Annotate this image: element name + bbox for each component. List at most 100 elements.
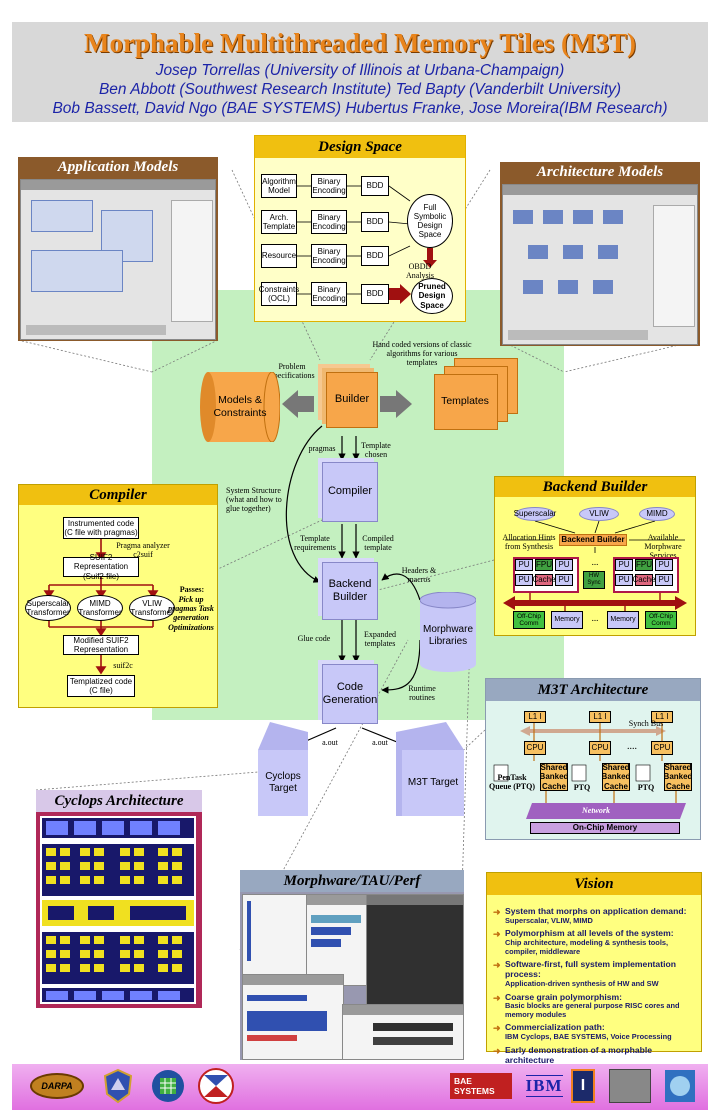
architecture-models-screenshot <box>502 184 698 345</box>
vision-item-main: System that morphs on application demand… <box>505 906 687 916</box>
m3t-arrows <box>493 723 686 819</box>
vision-title: Vision <box>574 876 614 892</box>
vision-item: ➜ Commercialization path: IBM Cyclops, B… <box>493 1023 697 1041</box>
modified-suif2-box: Modified SUIF2 Representation <box>63 635 139 655</box>
university-logo <box>148 1066 188 1106</box>
morphware-tau-perf-title: Morphware/TAU/Perf <box>283 873 421 889</box>
obdd-analysis-label: OBDD Analysis <box>406 262 434 281</box>
backend-memory-dots: ... <box>591 613 599 623</box>
memory-left: Memory <box>551 611 583 629</box>
bdd-box-2: BDD <box>361 212 389 232</box>
bdd-box-4: BDD <box>361 284 389 304</box>
synch-bus-label: Synch Bus <box>628 719 664 728</box>
vision-item-sub: Chip architecture, modeling & synthesis … <box>505 938 669 956</box>
darpa-logo-text: DARPA <box>30 1073 84 1099</box>
m3t-target-label: M3T Target <box>407 777 459 788</box>
builder-box: Builder <box>326 372 378 428</box>
m3t-target-shape: M3T Target <box>396 722 464 816</box>
m3t-architecture-title: M3T Architecture <box>537 682 649 698</box>
vanderbilt-logo <box>608 1066 652 1106</box>
pu-8: PU <box>655 574 673 586</box>
cyclops-target-label: Cyclops Target <box>265 771 301 794</box>
available-services-label: Available Morphware Services <box>644 533 682 561</box>
template-requirements-label: Template requirements <box>294 534 336 553</box>
backend-vliw: VLIW <box>579 507 619 521</box>
suif2c-label: suif2c <box>113 661 133 670</box>
suif2-representation-box: SUIF2 Representation (Suif2 file) <box>63 553 139 581</box>
backend-builder-panel-title: Backend Builder <box>542 479 648 495</box>
arch-template-box: Arch. Template <box>261 210 297 234</box>
vision-item-main: Commercialization path: <box>505 1022 605 1033</box>
vision-item-main: Early demonstration of a morphable archi… <box>505 1044 653 1065</box>
models-constraints-label: Models & Constraints <box>213 394 267 419</box>
binary-encoding-box-3: Binary Encoding <box>311 244 347 268</box>
allocation-hints-label: Allocation Hints from Synthesis <box>502 533 556 552</box>
design-space-title: Design Space <box>318 139 402 155</box>
backend-panel-arrows <box>503 520 687 611</box>
pu-1: PU <box>515 559 533 571</box>
backend-dots: ... <box>591 557 599 567</box>
morphware-libraries-label: Morphware Libraries <box>422 624 474 647</box>
morphware-libraries-cylinder: Morphware Libraries <box>420 592 476 672</box>
backend-superscalar: Superscalar <box>514 507 556 521</box>
binary-encoding-box-2: Binary Encoding <box>311 210 347 234</box>
pu-4: PU <box>555 574 573 586</box>
on-chip-memory-box: On-Chip Memory <box>530 822 680 834</box>
problem-specifications-label: Problem Specifications <box>269 362 315 381</box>
m3t-shared-cache-3: Shared Banked Cache <box>663 763 693 791</box>
hw-sync-box: HW Sync <box>583 571 605 589</box>
vision-item-sub: Application-driven synthesis of HW and S… <box>505 979 659 989</box>
air-force-logo <box>98 1066 138 1106</box>
code-generation-box: Code Generation <box>322 664 378 724</box>
cyclops-chip-diagram <box>40 816 196 1004</box>
resource-box: Resource <box>261 244 297 268</box>
full-design-space-ellipse: Full Symbolic Design Space <box>407 194 453 248</box>
vision-item: ➜ Polymorphism at all levels of the syst… <box>493 929 697 956</box>
compiler-box: Compiler <box>322 462 378 522</box>
offchip-comm-left: Off-Chip Comm <box>513 611 545 629</box>
m3t-cpu-2: CPU <box>589 741 611 755</box>
passes-title: Passes: <box>179 585 205 594</box>
pca-logo <box>196 1066 236 1106</box>
network-label: Network <box>582 806 610 815</box>
darpa-logo: DARPA <box>30 1066 84 1106</box>
backend-builder-panel: Backend Builder Superscalar VLIW MIMD Al… <box>494 476 696 636</box>
instrumented-code-box: Instrumented code (C file with pragmas) <box>63 517 139 539</box>
binary-encoding-box-4: Binary Encoding <box>311 282 347 306</box>
m3t-dots: .... <box>627 741 637 752</box>
illinois-logo: I <box>568 1066 598 1106</box>
vision-list: ➜ System that morphs on application dema… <box>493 906 697 1070</box>
models-constraints-cylinder: Models & Constraints <box>200 372 280 442</box>
bae-systems-logo: BAE SYSTEMS <box>450 1066 512 1106</box>
header: Morphable Multithreaded Memory Tiles (M3… <box>12 22 708 122</box>
mimd-transformer-ellipse: MIMD Transformer <box>77 595 123 621</box>
application-models-title: Application Models <box>57 159 179 175</box>
pu-6: PU <box>655 559 673 571</box>
bullet-icon: ➜ <box>493 929 501 940</box>
fpu-1: FPU <box>535 559 553 571</box>
ibm-logo: IBM <box>524 1066 564 1106</box>
swri-logo <box>660 1066 700 1106</box>
hand-coded-label: Hand coded versions of classic algorithm… <box>372 340 472 368</box>
vision-panel: Vision ➜ System that morphs on applicati… <box>486 872 702 1065</box>
backend-builder-box: Backend Builder <box>322 562 378 620</box>
design-space-panel: Design Space Algorithm Model Arch. Templ… <box>254 135 466 322</box>
backend-mimd: MIMD <box>639 507 675 521</box>
m3t-cpu-3: CPU <box>651 741 673 755</box>
memory-right: Memory <box>607 611 639 629</box>
vision-item: ➜ Software-first, full system implementa… <box>493 959 697 989</box>
author-line-1: Josep Torrellas (University of Illinois … <box>155 62 565 79</box>
pentask-queue-label: PenTask Queue (PTQ) <box>489 773 535 792</box>
vliw-transformer-ellipse: VLIW Transformer <box>129 595 175 621</box>
passes-list: Pick up pragmas Task generation Optimiza… <box>168 595 214 632</box>
pragma-analyzer-label: Pragma analyzer c2suif <box>116 541 170 560</box>
tau-window-1 <box>242 894 308 976</box>
m3t-shared-cache-2: Shared Banked Cache <box>601 763 631 791</box>
vision-item-sub: Superscalar, VLIW, MIMD <box>505 915 593 925</box>
bae-systems-logo-text: BAE SYSTEMS <box>450 1073 512 1099</box>
m3t-l1-2: L1 I <box>589 711 611 723</box>
tau-window-2 <box>306 894 368 986</box>
compiler-panel: Compiler Instrumented code (C file with … <box>18 484 218 708</box>
aout-label-2: a.out <box>372 738 388 747</box>
design-space-arrows <box>297 185 437 304</box>
